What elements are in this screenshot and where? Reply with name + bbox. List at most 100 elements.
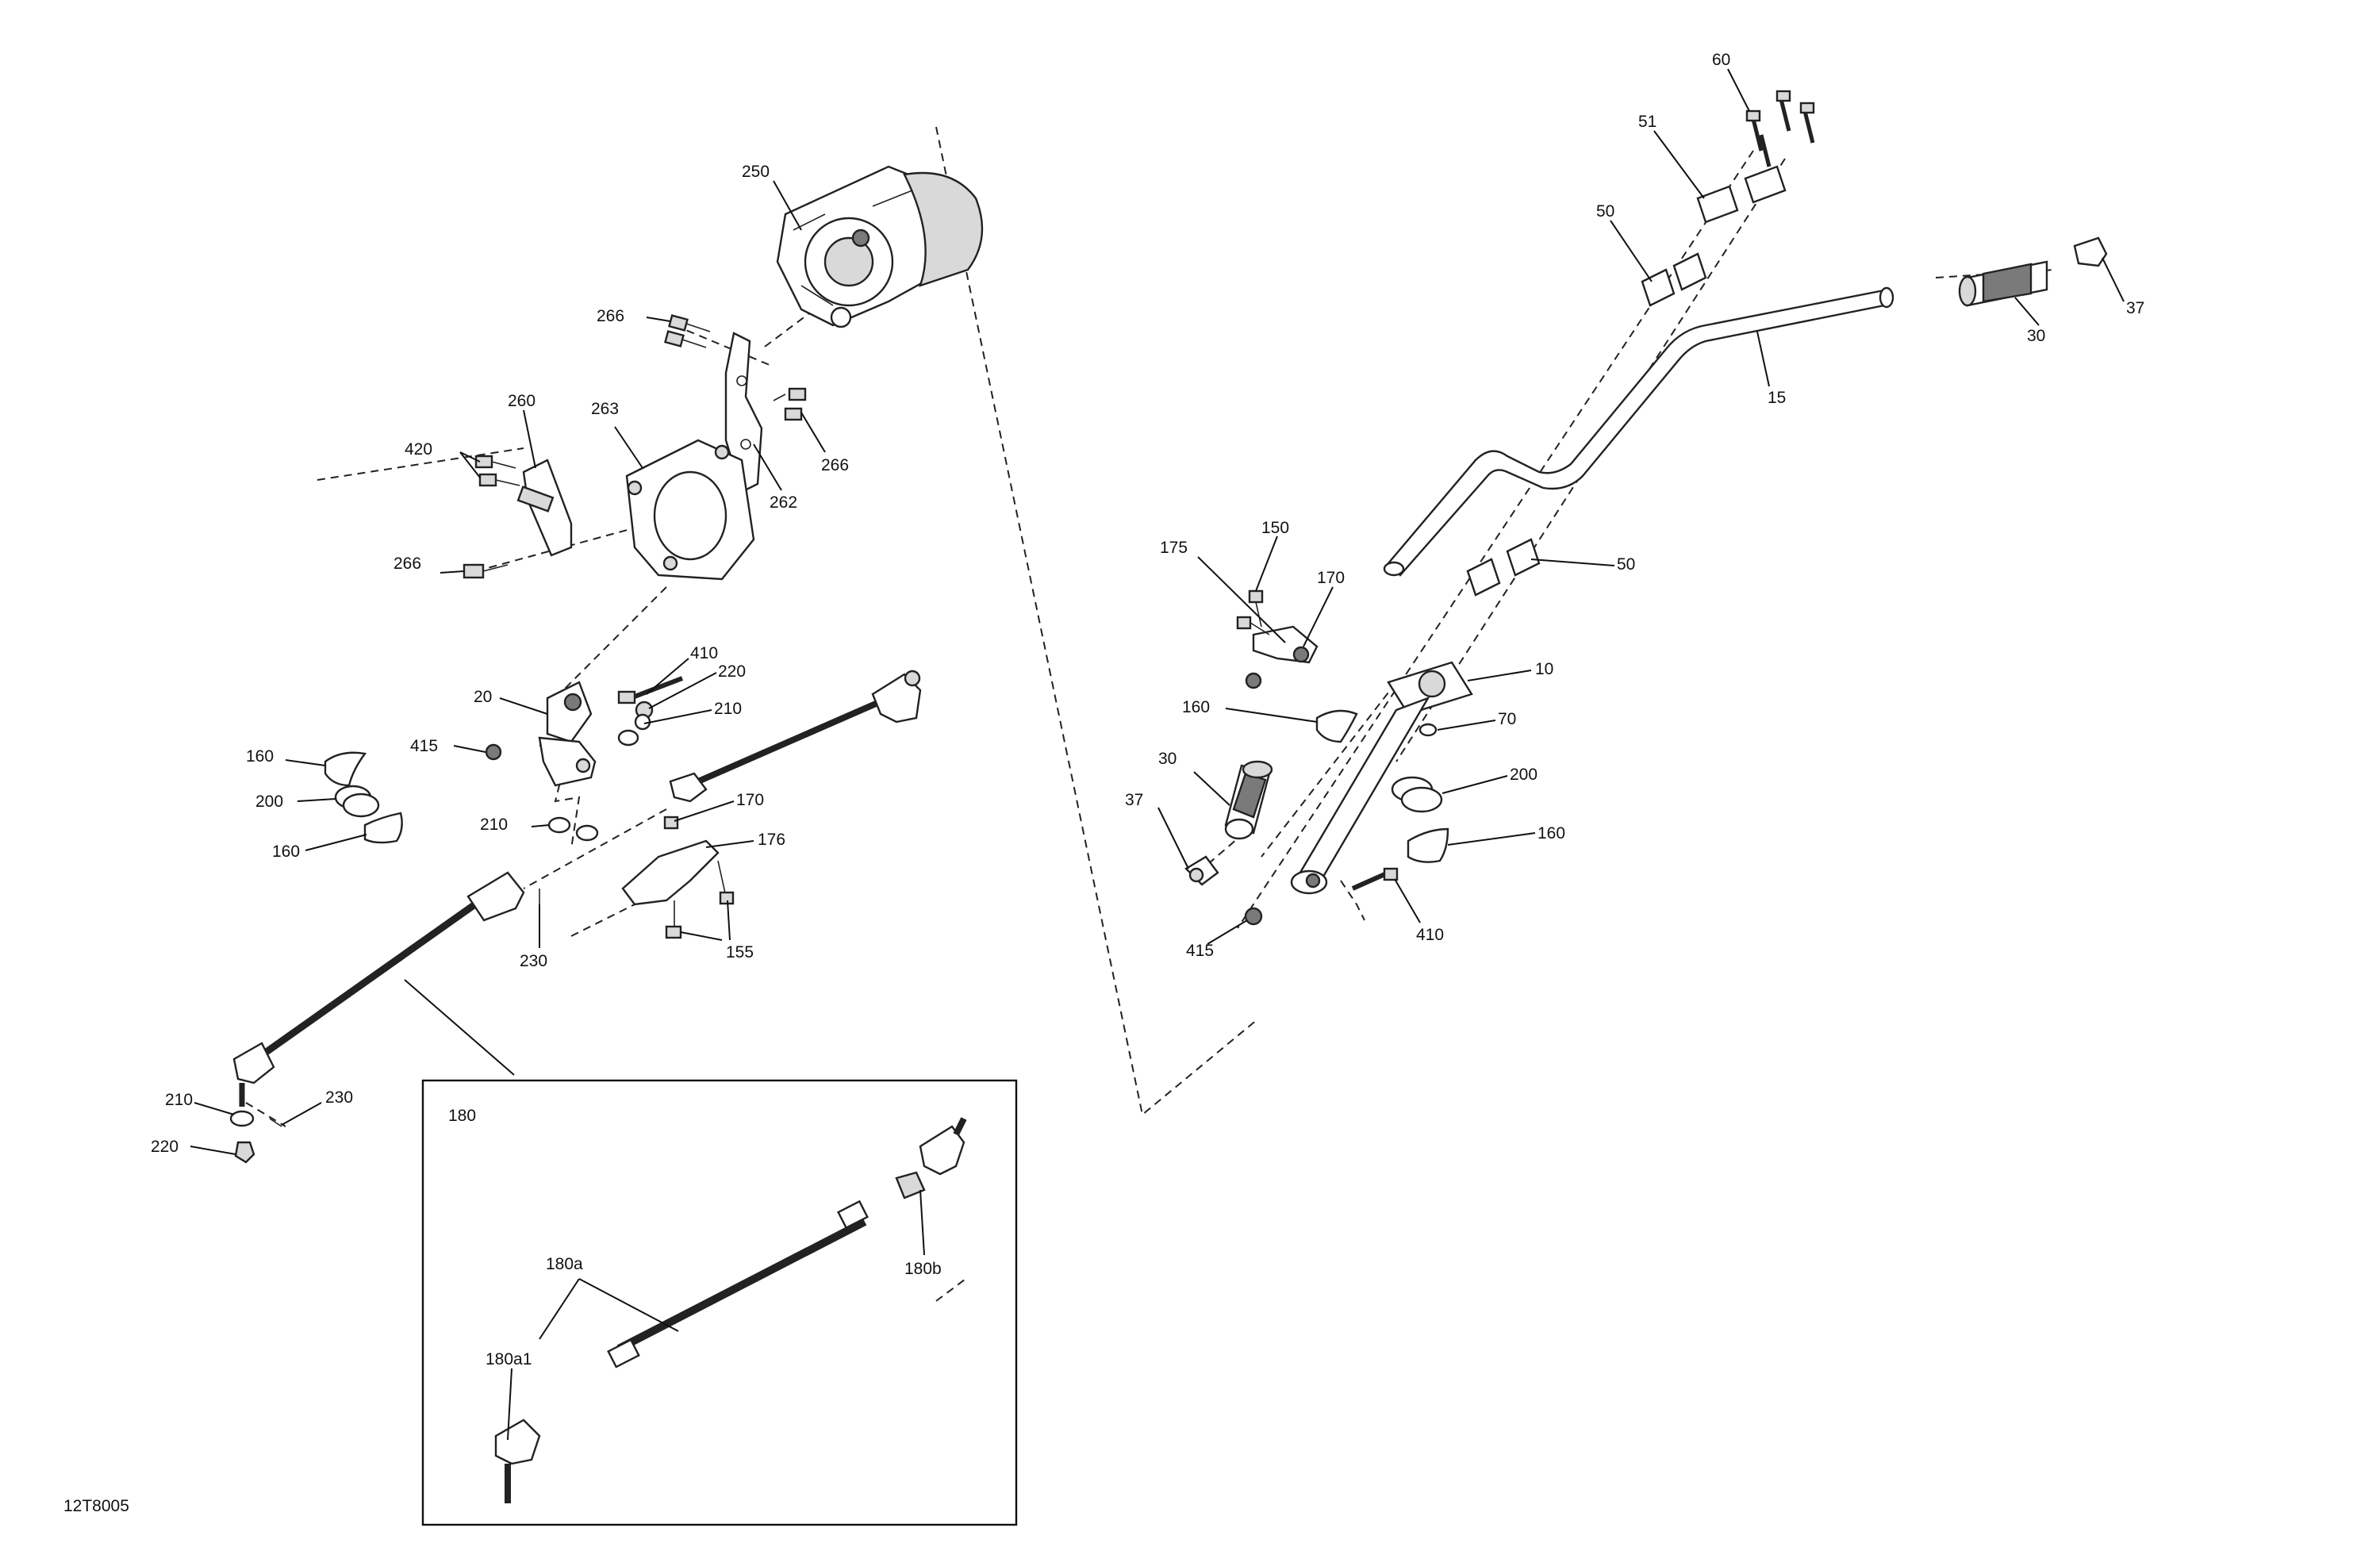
label-263: 263 xyxy=(591,400,619,418)
guide-line-left-tierod-end xyxy=(245,1102,286,1127)
bolt-266-bottom xyxy=(463,563,509,579)
label-20: 20 xyxy=(474,688,492,706)
guide-line-bolts-260 xyxy=(317,447,524,481)
guide-line-bracket-shaft xyxy=(555,586,667,699)
label-260: 260 xyxy=(508,392,536,410)
inset-tie-rod-assembly xyxy=(494,1117,967,1503)
rings-200-left xyxy=(334,785,380,818)
grip-30-left xyxy=(1224,760,1273,840)
inset-frame-180 xyxy=(421,1079,1018,1526)
inset-title: 180 xyxy=(448,1107,476,1125)
label-415-left: 415 xyxy=(410,737,438,755)
washer-70 xyxy=(1418,723,1438,737)
guide-line-bolts-266-top xyxy=(674,324,770,366)
clamp-50-lower xyxy=(1466,538,1541,597)
label-410-right: 410 xyxy=(1416,926,1444,944)
tie-rod-180 xyxy=(229,871,525,1164)
label-250: 250 xyxy=(742,163,770,181)
label-37-left: 37 xyxy=(1125,791,1143,809)
leader-lines xyxy=(190,68,2125,1441)
bolt-150 xyxy=(1248,589,1264,628)
label-230-lower: 230 xyxy=(325,1088,353,1107)
label-160-right-upper: 160 xyxy=(1182,698,1210,716)
label-210-lower: 210 xyxy=(165,1091,193,1109)
assembly-guide-lines xyxy=(245,126,2056,1302)
nut-170-right xyxy=(1245,646,1310,689)
label-170-left: 170 xyxy=(736,791,764,809)
clamp-176 xyxy=(621,816,735,939)
label-266-top: 266 xyxy=(597,307,624,325)
label-155: 155 xyxy=(726,943,754,961)
boot-160-right-lower xyxy=(1407,827,1449,863)
steering-column-10 xyxy=(1290,661,1473,895)
label-160-upper: 160 xyxy=(246,747,274,766)
label-180a: 180a xyxy=(546,1255,583,1273)
label-210-mid: 210 xyxy=(480,816,508,834)
label-170-right: 170 xyxy=(1317,569,1345,587)
label-200-left: 200 xyxy=(255,793,283,811)
label-410-left: 410 xyxy=(690,644,718,662)
part-labels: 250 266 260 263 420 266 262 266 410 220 … xyxy=(63,51,2144,1515)
figure-code: 12T8005 xyxy=(63,1497,129,1515)
boot-160-upper xyxy=(324,751,367,787)
label-50-lower: 50 xyxy=(1617,555,1635,574)
bracket-260 xyxy=(516,459,573,557)
guide-line-bolt-266 xyxy=(475,523,651,572)
label-15: 15 xyxy=(1768,389,1786,407)
label-37-right: 37 xyxy=(2126,299,2144,317)
label-266-bottom: 266 xyxy=(393,555,421,573)
bar-end-37-left xyxy=(1184,855,1219,886)
tie-rod-right-of-pitman xyxy=(669,670,922,803)
guide-line-bar-clamp-right xyxy=(1395,158,1786,762)
label-420: 420 xyxy=(405,440,432,459)
grip-30-right xyxy=(1958,260,2048,307)
label-160-right-lower: 160 xyxy=(1537,824,1565,843)
label-160-lower: 160 xyxy=(272,843,300,861)
bolts-420 xyxy=(474,455,520,487)
guide-line-column-bottom xyxy=(1261,681,1397,858)
label-180b: 180b xyxy=(904,1260,942,1278)
motor-bracket-262 xyxy=(724,332,763,493)
label-220-lower: 220 xyxy=(151,1138,178,1156)
label-10: 10 xyxy=(1535,660,1553,678)
label-200-right: 200 xyxy=(1510,766,1537,784)
clamp-cap-51 xyxy=(1696,165,1787,224)
guide-line-motor-to-column xyxy=(935,126,1258,1116)
boot-160-right-upper xyxy=(1315,709,1358,743)
steering-shaft-20 xyxy=(538,681,597,787)
rings-200-right xyxy=(1391,776,1443,813)
label-230-upper: 230 xyxy=(520,952,547,970)
label-176: 176 xyxy=(758,831,785,849)
label-150: 150 xyxy=(1261,519,1289,537)
label-50-upper: 50 xyxy=(1596,202,1614,221)
bolts-60 xyxy=(1745,90,1815,167)
handlebar-15 xyxy=(1383,286,1894,577)
bolts-266-top xyxy=(664,314,711,348)
label-266-right: 266 xyxy=(821,456,849,474)
bar-end-37-right xyxy=(2073,236,2108,267)
bolt-410-left xyxy=(617,676,684,704)
boot-160-lower xyxy=(363,812,403,844)
label-415-right: 415 xyxy=(1186,942,1214,960)
label-262: 262 xyxy=(770,493,797,512)
label-175: 175 xyxy=(1160,539,1188,557)
guide-line-shaft-pitman xyxy=(539,736,581,850)
guide-line-pitman-tierod xyxy=(523,808,667,889)
label-60: 60 xyxy=(1712,51,1730,69)
steering-motor xyxy=(776,165,984,328)
guide-line-bolt-410 xyxy=(1340,880,1365,921)
cotter-pins-230 xyxy=(269,889,540,1127)
bolts-266-right xyxy=(773,387,807,421)
label-70: 70 xyxy=(1498,710,1516,728)
label-210-top: 210 xyxy=(714,700,742,718)
bolt-410-right xyxy=(1351,867,1399,891)
label-180a1: 180a1 xyxy=(486,1350,532,1368)
support-plate-263 xyxy=(625,439,755,581)
guide-line-inset-end xyxy=(935,1276,969,1302)
label-30-left: 30 xyxy=(1158,750,1177,768)
label-220-top: 220 xyxy=(718,662,746,681)
label-30-right: 30 xyxy=(2027,327,2045,345)
nut-415-right xyxy=(1244,907,1263,926)
label-51: 51 xyxy=(1638,113,1656,131)
